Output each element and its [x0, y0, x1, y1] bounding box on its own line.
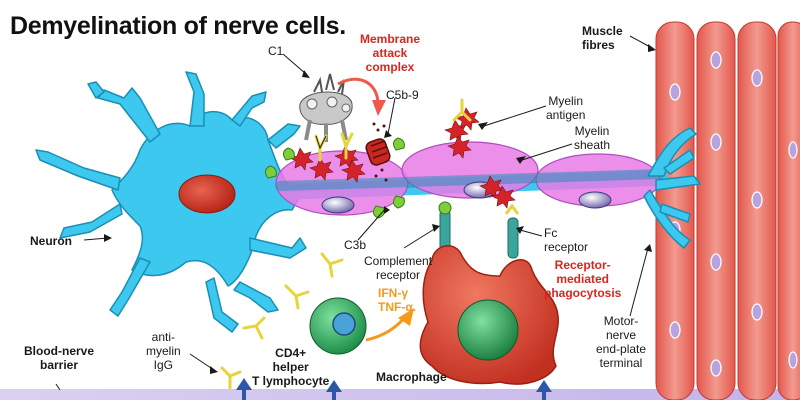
c5b9-pore: [365, 122, 391, 182]
label-ifn-tnf: IFN-γ TNF-α.: [378, 286, 417, 314]
cytokine-arrow: [365, 315, 408, 342]
label-macrophage: Macrophage: [376, 370, 447, 384]
end-plate-terminal: [643, 127, 701, 249]
label-c3b: C3b: [344, 238, 367, 252]
myelin-antigens: [289, 107, 516, 209]
label-blood-nerve-barrier: Blood-nerve barrier: [24, 344, 95, 372]
mac-arrow: [337, 77, 380, 105]
label-receptor-mediated-phagocytosis: Receptor- mediated phagocytosis: [544, 258, 622, 300]
muscle-fibres: [655, 21, 800, 400]
label-anti-myelin-igg: anti- myelin IgG: [146, 330, 181, 372]
neuron-nucleus: [178, 174, 236, 214]
fc-receptor: [504, 203, 520, 259]
label-neuron: Neuron: [30, 234, 72, 248]
label-muscle-fibres: Muscle fibres: [582, 24, 623, 52]
label-c1: C1: [268, 44, 284, 58]
neuron: [35, 71, 307, 333]
label-motor-nerve-end-plate: Motor- nerve end-plate terminal: [596, 314, 647, 370]
label-cd4-t-lymphocyte: CD4+ helper T lymphocyte: [252, 346, 330, 388]
diagram-title: Demyelination of nerve cells.: [10, 12, 346, 40]
complement-receptor: [438, 201, 452, 255]
blood-nerve-barrier-band: [0, 389, 800, 400]
label-membrane-attack-complex: Membrane attack complex: [360, 32, 421, 74]
macrophage-nucleus: [457, 299, 519, 361]
label-complement-receptor: Complement receptor: [364, 254, 433, 282]
label-myelin-sheath: Myelin sheath: [574, 124, 611, 152]
c1-complex: [299, 73, 353, 142]
label-myelin-antigen: Myelin antigen: [546, 94, 586, 122]
label-fc-receptor: Fc receptor: [544, 226, 589, 254]
label-c5b9: C5b-9: [386, 88, 419, 102]
c3b-fragments: [264, 137, 405, 219]
